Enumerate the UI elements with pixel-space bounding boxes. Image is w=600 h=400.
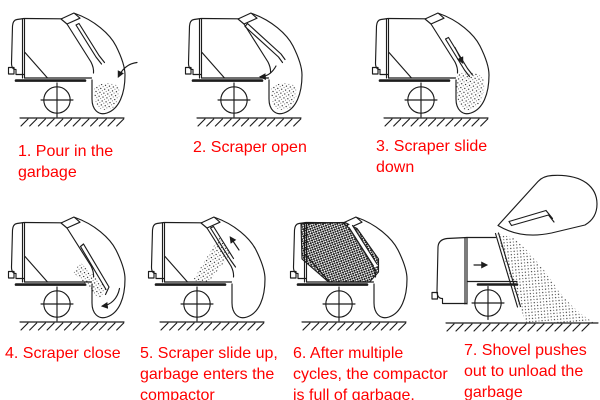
step-4-caption: 4. Scraper close xyxy=(5,345,121,362)
garbage-truck-drawing-4 xyxy=(7,215,127,332)
step-3-figure xyxy=(370,10,515,132)
garbage-truck-drawing-1 xyxy=(7,11,138,128)
garbage-stream xyxy=(192,236,232,282)
ground-hatching xyxy=(446,323,590,332)
scraper-blade-gap xyxy=(348,224,378,268)
truck-base xyxy=(7,215,127,332)
garbage-pile xyxy=(455,72,485,110)
scraper-blade xyxy=(79,243,110,296)
step-1-figure xyxy=(6,10,151,132)
garbage-truck-drawing-2 xyxy=(184,11,304,128)
motion-arrow-icon xyxy=(117,61,138,78)
step-3-caption: 3. Scraper slide down xyxy=(376,138,488,176)
garbage-unloading-stream xyxy=(497,233,594,323)
step-4-figure xyxy=(6,214,151,336)
motion-arrow-icon xyxy=(100,287,121,309)
step-7-caption: 7. Shovel pushes out to unload the garba… xyxy=(464,342,587,400)
step-5-caption: 5. Scraper slide up, garbage enters the … xyxy=(140,345,278,400)
garbage-pile xyxy=(73,262,107,299)
step-1-caption: 1. Pour in the garbage xyxy=(18,143,114,181)
bumper xyxy=(431,291,439,300)
step-6-figure xyxy=(288,214,433,336)
step-2-caption: 2. Scraper open xyxy=(193,139,307,156)
scraper-blade xyxy=(444,36,474,78)
garbage-truck-drawing-5 xyxy=(147,215,267,332)
scraper-blade xyxy=(209,225,237,268)
scraper-blade xyxy=(244,22,286,64)
step-5-figure xyxy=(146,214,291,336)
shovel-plate xyxy=(494,232,522,308)
garbage-truck-drawing-3 xyxy=(371,11,491,128)
motion-arrow-icon xyxy=(258,65,277,80)
step-2-figure xyxy=(183,10,328,132)
scraper-blade xyxy=(348,224,378,267)
motion-arrow-icon xyxy=(454,46,464,64)
cab-wall xyxy=(464,237,468,305)
truck-cab xyxy=(436,236,468,305)
motion-arrow-icon xyxy=(229,236,240,251)
garbage-truck-drawing-6 xyxy=(289,215,409,332)
step-6-caption: 6. After multiple cycles, the compactor … xyxy=(293,345,448,400)
garbage-pile xyxy=(94,83,120,110)
garbage-truck-drawing-7 xyxy=(431,174,599,332)
step-7-figure xyxy=(426,170,600,332)
wheel-crosshair xyxy=(471,285,505,321)
scraper-blade xyxy=(508,209,555,227)
garbage-pile xyxy=(271,83,297,110)
scraper-blade xyxy=(75,22,106,65)
lifted-tailgate xyxy=(497,174,598,236)
